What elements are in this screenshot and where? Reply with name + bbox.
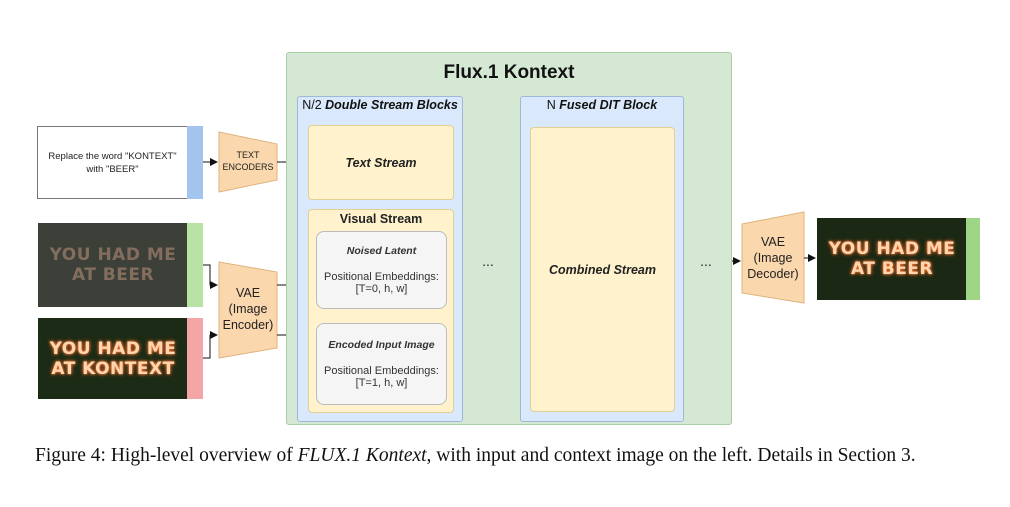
vae-encoder-shape <box>218 261 278 359</box>
vae-decoder-shape <box>741 211 805 304</box>
encoded-input-pe-label: Positional Embeddings: <box>324 365 439 377</box>
text-encoders-line-1: TEXT <box>236 150 260 160</box>
vae-encoder-line-1: VAE <box>235 286 261 300</box>
text-encoder-shape <box>218 131 278 193</box>
double-stream-count: N/2 <box>302 98 322 112</box>
text-stream-label: Text Stream <box>345 155 417 170</box>
vae-decoder-line-2: (Image <box>753 250 793 265</box>
vae-decoder-line-3: Decoder) <box>747 266 799 281</box>
output-image-line-1: YOU HAD ME <box>828 239 956 259</box>
vae-encoder-line-2: (Image <box>228 302 268 316</box>
caption-italic: FLUX.1 Kontext <box>297 445 427 466</box>
context-image-color-bar <box>187 318 203 399</box>
prompt-line-2: with "BEER" <box>86 163 139 175</box>
fused-dit-count: N <box>546 98 556 112</box>
noised-latent-pe-label: Positional Embeddings: <box>324 271 439 283</box>
noised-image-line-1: YOU HAD ME <box>49 245 177 265</box>
fused-dit-name: Fused DIT Block <box>559 98 658 112</box>
combined-stream-label: Combined Stream <box>549 262 656 277</box>
vae-decoder-label: VAE (Image Decoder) <box>742 212 804 303</box>
noised-latent-box: Noised Latent Positional Embeddings: [T=… <box>316 231 447 309</box>
encoded-input-title: Encoded Input Image <box>328 339 435 351</box>
noised-image: YOU HAD ME AT BEER <box>38 223 188 307</box>
kontext-title: Flux.1 Kontext <box>443 62 575 83</box>
text-encoders-line-2: ENCODERS <box>222 162 274 172</box>
ellipsis-right: ... <box>700 253 712 269</box>
arrow-noised-to-vae <box>203 264 218 289</box>
prompt-color-bar <box>187 126 203 199</box>
noised-image-color-bar <box>187 223 203 307</box>
encoded-input-pe-value: [T=1, h, w] <box>355 377 408 389</box>
combined-stream-box: Combined Stream <box>530 127 675 412</box>
output-image-color-bar <box>966 218 980 300</box>
noised-latent-pe-value: [T=0, h, w] <box>355 283 408 295</box>
vae-decoder-line-1: VAE <box>760 234 786 249</box>
context-image: YOU HAD ME AT KONTEXT <box>38 318 188 399</box>
context-image-line-2: AT KONTEXT <box>51 358 175 379</box>
noised-image-line-2: AT BEER <box>71 265 155 285</box>
fused-dit-title: N Fused DIT Block <box>520 98 684 112</box>
context-image-line-1: YOU HAD ME <box>49 338 177 359</box>
double-stream-title: N/2 Double Stream Blocks <box>297 98 463 112</box>
double-stream-name: Double Stream Blocks <box>325 98 458 112</box>
noised-latent-title: Noised Latent <box>346 245 417 257</box>
encoded-input-box: Encoded Input Image Positional Embedding… <box>316 323 447 405</box>
figure-caption: Figure 4: High-level overview of FLUX.1 … <box>35 443 995 468</box>
text-stream-box: Text Stream <box>308 125 454 200</box>
caption-prefix: Figure 4: High-level overview of <box>35 445 298 466</box>
arrow-context-to-vae <box>203 331 218 359</box>
vae-encoder-line-3: Encoder) <box>222 318 274 332</box>
visual-stream-title: Visual Stream <box>339 212 423 226</box>
vae-encoder-label: VAE (Image Encoder) <box>219 262 277 356</box>
caption-suffix: , with input and context image on the le… <box>426 445 916 466</box>
prompt-box: Replace the word "KONTEXT" with "BEER" <box>37 126 188 199</box>
output-image: YOU HAD ME AT BEER <box>817 218 967 300</box>
text-encoders-label: TEXT ENCODERS <box>219 132 277 190</box>
prompt-line-1: Replace the word "KONTEXT" <box>48 150 177 162</box>
output-image-line-2: AT BEER <box>850 259 934 279</box>
ellipsis-left: ... <box>482 253 494 269</box>
